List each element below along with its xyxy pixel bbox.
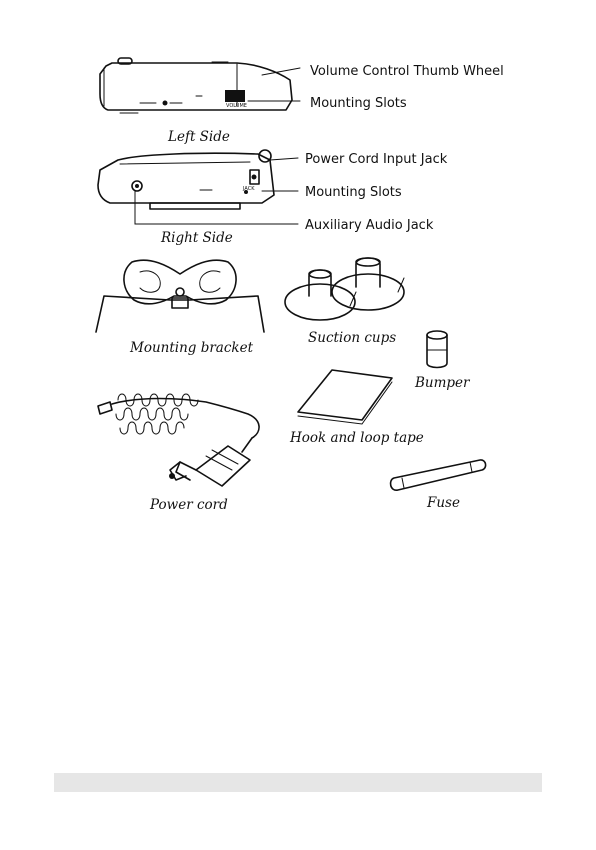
volume-label: VOLUME	[226, 103, 247, 109]
caption-mounting-bracket: Mounting bracket	[129, 340, 254, 356]
caption-hook-loop: Hook and loop tape	[289, 430, 424, 446]
footer-bar	[54, 773, 542, 792]
mounting-bracket-drawing	[95, 259, 265, 333]
suction-cups-drawing	[284, 257, 405, 321]
caption-power-cord: Power cord	[149, 497, 228, 513]
caption-left-side: Left Side	[167, 129, 230, 145]
detector-left-side: VOLUME	[99, 57, 293, 114]
caption-right-side: Right Side	[160, 230, 233, 246]
caption-suction-cups: Suction cups	[308, 330, 396, 346]
jack-label: JACK	[242, 186, 255, 192]
callout-mounting-slots-right: Mounting Slots	[305, 185, 402, 200]
fuse-drawing	[389, 459, 487, 491]
detector-right-side: JACK	[97, 149, 275, 210]
callout-volume-wheel: Volume Control Thumb Wheel	[310, 64, 504, 79]
caption-bumper: Bumper	[414, 375, 471, 391]
power-cord-drawing	[97, 393, 260, 487]
caption-fuse: Fuse	[426, 495, 460, 511]
hook-loop-tape-drawing	[297, 369, 393, 425]
callout-power-jack: Power Cord Input Jack	[305, 152, 448, 167]
callout-mounting-slots-left: Mounting Slots	[310, 96, 407, 111]
callout-aux-jack: Auxiliary Audio Jack	[305, 218, 434, 233]
bumper-drawing	[426, 330, 448, 369]
